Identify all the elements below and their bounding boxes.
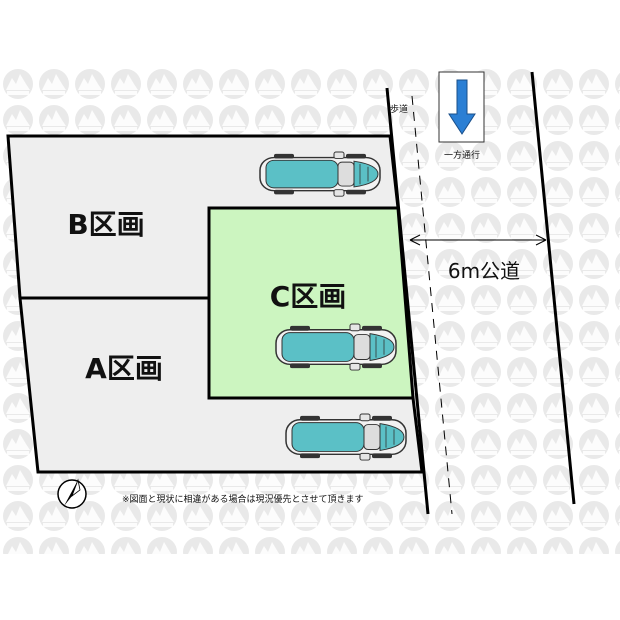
sidewalk-label: 歩道 [390, 103, 408, 115]
road-edge-right [530, 71, 576, 505]
sidewalk-line [411, 95, 453, 515]
dimension-arrowheads [409, 234, 547, 246]
car-icon [275, 323, 397, 371]
north-compass-icon [57, 478, 87, 509]
lot-b-label: B区画 [67, 208, 144, 241]
car-icon [285, 413, 407, 461]
lot-a-label: A区画 [85, 352, 163, 385]
one-way-label: 一方通行 [444, 149, 480, 161]
lot-c-label: C区画 [270, 280, 347, 313]
road-edge-left [385, 87, 430, 515]
road-label: 6m公道 [448, 259, 520, 283]
arrow-down-icon [448, 79, 476, 135]
car-icon [259, 151, 381, 197]
disclaimer-note: ※図面と現状に相違がある場合は現況優先とさせて頂きます [122, 493, 364, 505]
